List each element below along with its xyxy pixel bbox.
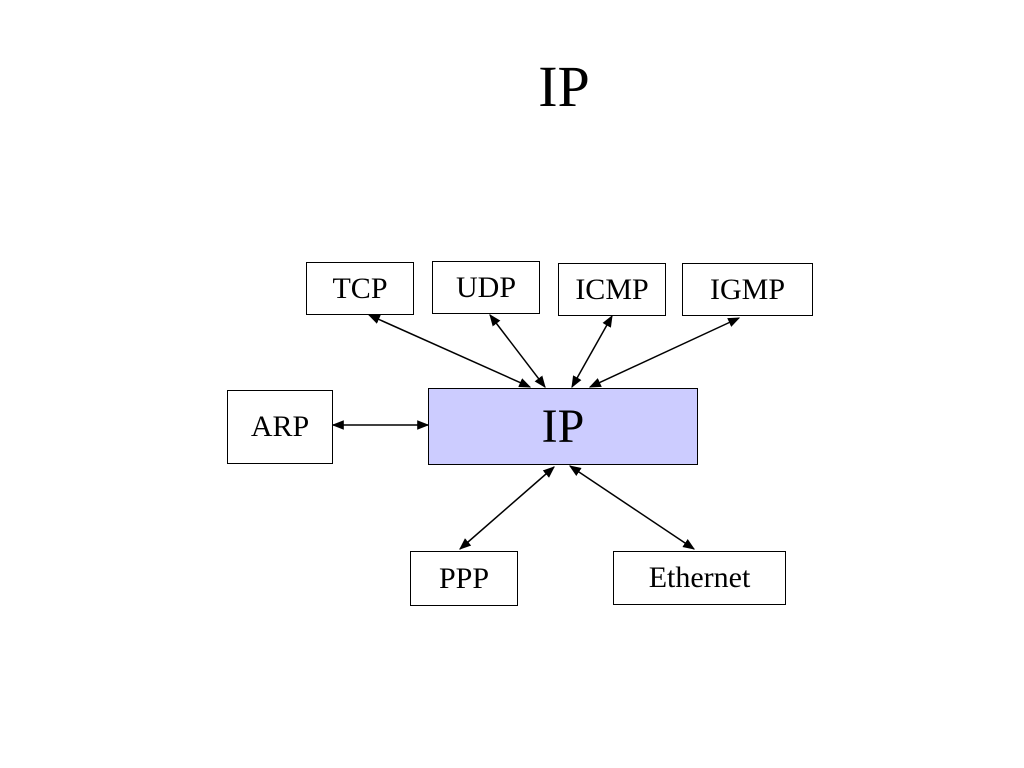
arrow-igmp-ip: [588, 317, 741, 388]
udp-box: UDP: [432, 261, 540, 314]
icmp-box: ICMP: [558, 263, 666, 316]
slide-title: IP: [538, 54, 590, 119]
arrow-udp-ip: [489, 314, 546, 388]
udp-label: UDP: [455, 270, 516, 304]
arrow-ethernet-ip: [569, 465, 695, 550]
tcp-label: TCP: [332, 271, 388, 305]
arrow-ppp-ip: [459, 466, 555, 550]
arp-label: ARP: [250, 410, 310, 443]
arrow-tcp-ip: [367, 314, 532, 388]
ppp-box: PPP: [410, 551, 518, 606]
igmp-box: IGMP: [682, 263, 813, 316]
icmp-label: ICMP: [575, 272, 649, 306]
ip-center-box: IP: [428, 388, 698, 465]
tcp-box: TCP: [306, 262, 414, 315]
arp-box: ARP: [227, 390, 333, 464]
ip-center-label: IP: [541, 399, 585, 453]
ppp-label: PPP: [438, 561, 490, 595]
ethernet-box: Ethernet: [613, 551, 786, 605]
igmp-label: IGMP: [709, 272, 785, 306]
ethernet-label: Ethernet: [648, 561, 751, 594]
arrow-icmp-ip: [571, 314, 613, 389]
